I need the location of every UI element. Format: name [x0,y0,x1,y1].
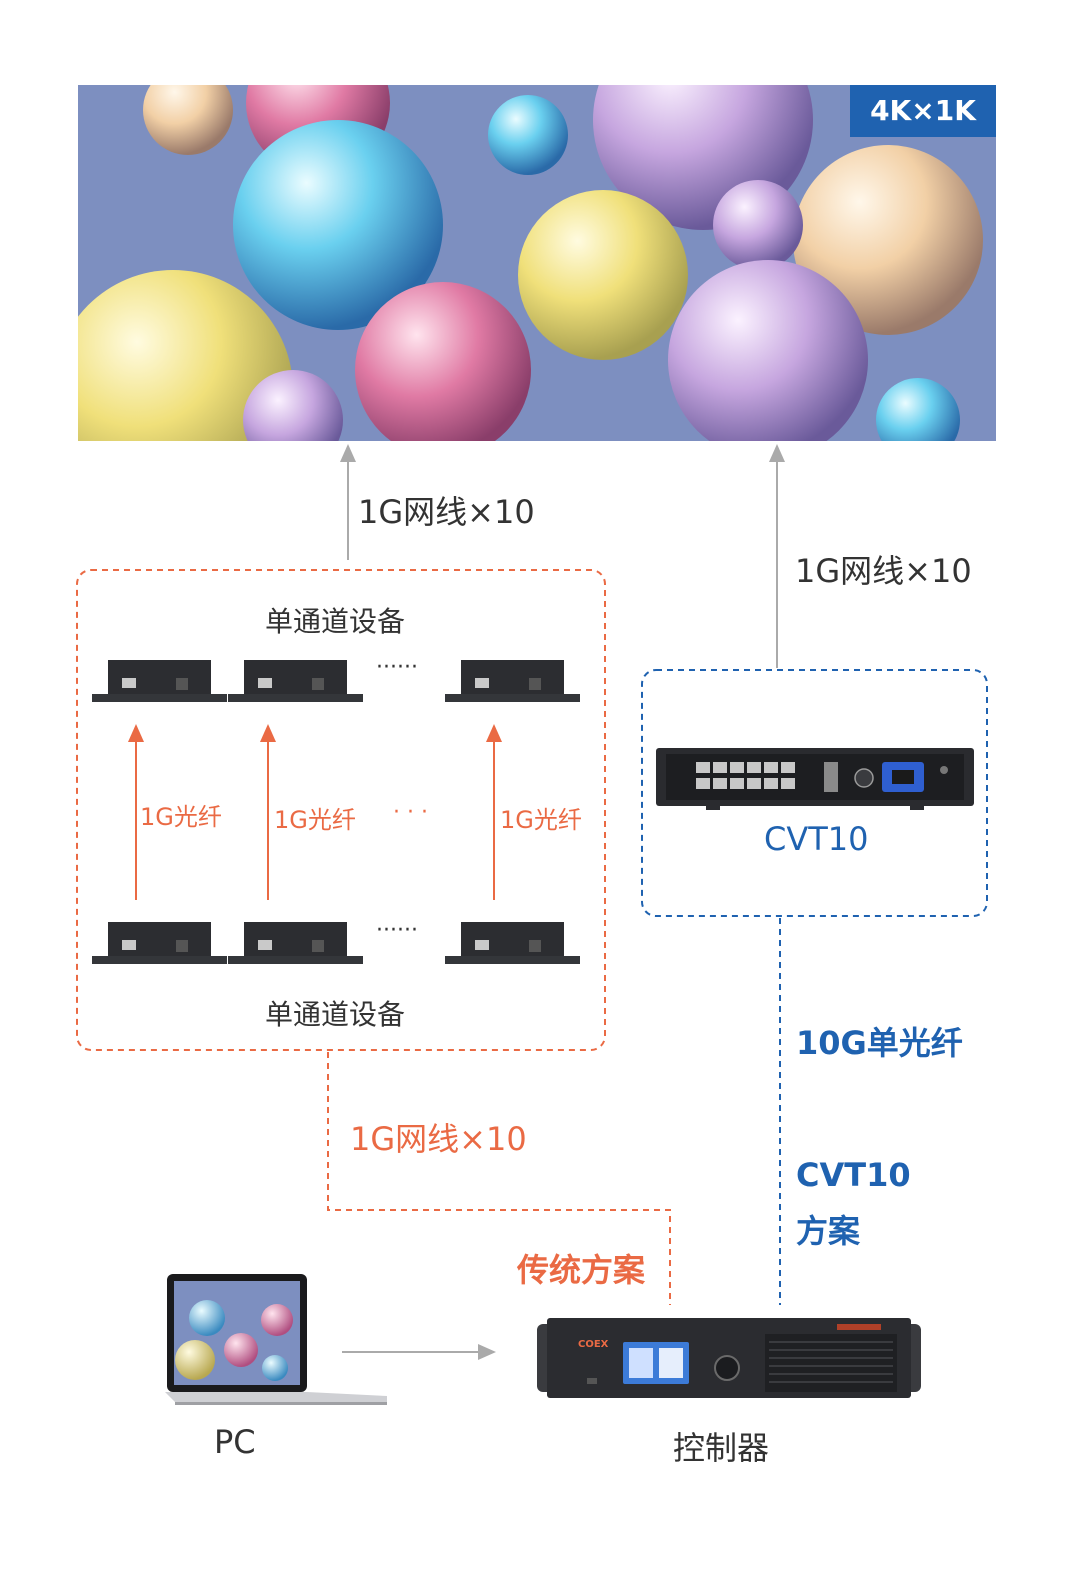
single-channel-device [92,922,227,964]
ellipsis-bottom: ······ [376,918,418,943]
cvt-scheme-label-2: 方案 [796,1212,861,1250]
traditional-scheme-label: 传统方案 [517,1251,646,1289]
laptop-icon [165,1274,387,1405]
ellipsis-top: ······ [376,655,418,680]
fiber-label-3: 1G光纤 [500,806,582,834]
single-channel-device [445,922,580,964]
ellipsis-middle: · · · [393,800,428,825]
senders-title: 单通道设备 [265,998,406,1031]
cvt-frame [641,669,988,917]
traditional-frame [76,569,606,1051]
single-channel-device [228,660,363,702]
controller-label: 控制器 [673,1429,770,1467]
single-channel-device [445,660,580,702]
fiber-label-1: 1G光纤 [140,803,222,831]
cvt10-device [656,748,974,810]
fiber-label-2: 1G光纤 [274,806,356,834]
receivers-title: 单通道设备 [265,605,406,638]
bottom-cable-label: 1G网线×10 [350,1120,527,1158]
pc-label: PC [214,1423,256,1461]
led-display-image [78,85,996,441]
cvt-scheme-label-1: CVT10 [796,1156,911,1194]
cvt-fiber-label: 10G单光纤 [796,1024,963,1062]
resolution-badge-bg [850,85,996,137]
traditional-cable-path [327,1052,671,1305]
left-cable-label: 1G网线×10 [358,493,535,531]
controller-brand: COEX [578,1339,609,1350]
resolution-badge: 4K×1K [870,94,976,127]
single-channel-device [92,660,227,702]
controller-device [537,1318,921,1398]
single-channel-device [228,922,363,964]
cvt-device-label: CVT10 [764,820,869,858]
right-cable-label: 1G网线×10 [795,552,972,590]
